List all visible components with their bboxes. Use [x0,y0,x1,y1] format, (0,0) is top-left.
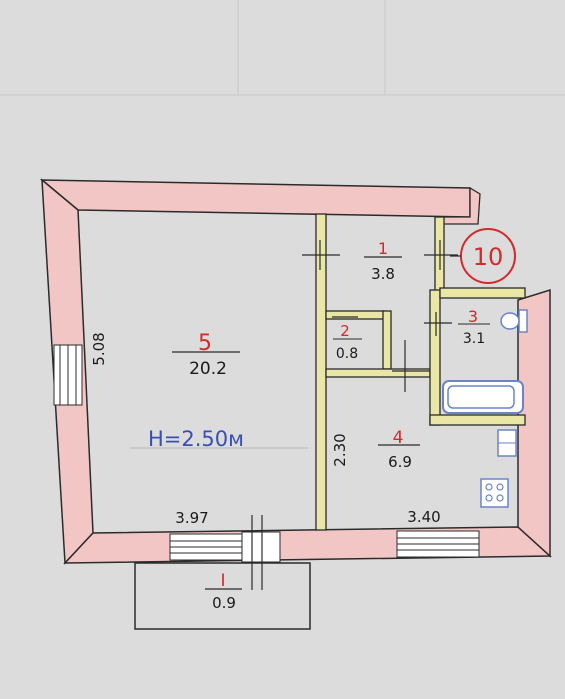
room-number: 5 [198,331,212,356]
room-area: 20.2 [189,359,227,379]
dim-room5-height: 5.08 [90,332,108,365]
room-1-label: 1 3.8 [364,239,402,283]
balcony-number: I [220,571,225,591]
wall-room4-top [325,368,431,378]
room-4-label: 4 6.9 [378,428,420,471]
bathtub [442,380,524,414]
room-area: 0.8 [336,346,358,362]
balcony-outline [134,562,311,630]
inner-walls [315,213,526,531]
toilet-bowl [500,312,520,330]
bathtub-inner [447,385,515,409]
room-number: 1 [378,239,388,258]
unit-number: 10 [473,243,504,271]
room-area: 3.8 [371,265,395,283]
right-wall [517,288,551,558]
room-number: 2 [340,322,350,340]
wall-bath-left [429,289,441,426]
room-5-label: 5 20.2 [172,331,240,379]
room-area: 6.9 [388,453,412,471]
windows [53,344,480,561]
dim-room4-depth: 2.30 [331,433,349,466]
door-ticks [302,240,458,392]
stove-burner [485,494,493,502]
ceiling-height: H=2.50м [148,427,244,451]
room-area: 3.1 [463,331,485,347]
stove-burner [485,483,493,491]
wall-bath-bottom [429,414,526,426]
balcony-area: 0.9 [212,594,236,612]
stove [480,478,509,508]
stove-burner [496,483,504,491]
wall-room2-top [325,310,385,320]
room-number: 3 [468,307,478,326]
room-number: 4 [393,428,404,448]
room-2-label: 2 0.8 [333,322,362,362]
wall-bath-top [439,287,526,299]
dim-room4-width: 3.40 [407,508,440,526]
dim-room5-width: 3.97 [175,509,208,527]
toilet-tank [518,309,528,333]
room-3-label: 3 3.1 [458,307,490,347]
wall-room5-right [315,213,327,531]
balcony-door [241,531,281,563]
stove-burner [496,494,504,502]
wall-room2-right [382,310,392,370]
